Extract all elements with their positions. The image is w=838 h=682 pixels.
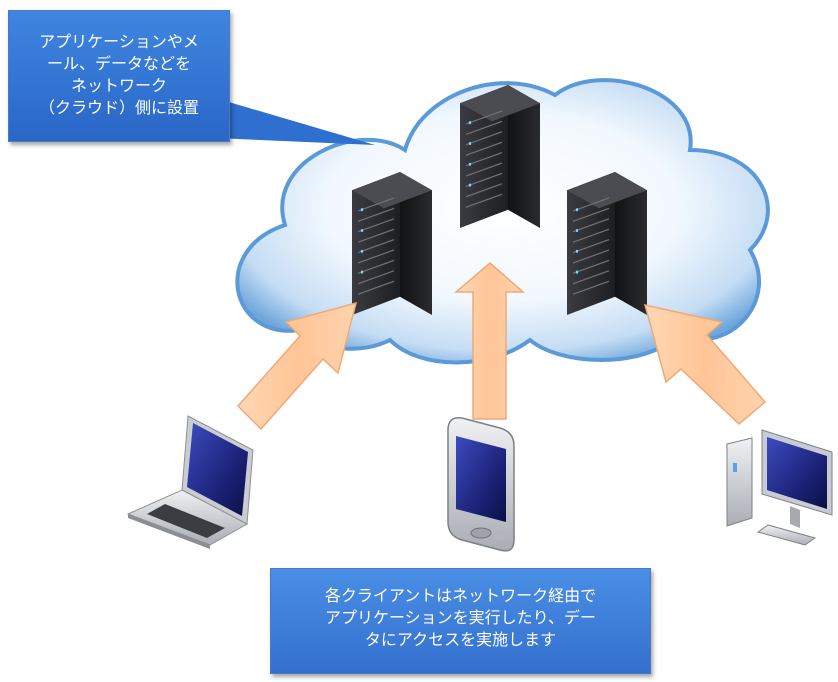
callout-text-line: アプリケーションを実行したり、デー [324,608,597,627]
arrow-up-left-icon [236,301,358,431]
server-icon [460,85,540,228]
callout-text-line: （クラウド）側に設置 [38,98,199,117]
laptop-icon [126,415,254,549]
server-icon [567,172,647,315]
arrow-up-right-icon [643,304,767,426]
callout-text-line: 各クライアントはネットワーク経由で [324,586,597,605]
smartphone-icon [447,417,515,552]
desktop-pc-icon [726,429,833,546]
callout-text-line: アプリケーションやメ [39,32,199,51]
callout-text-line: ール、データなどを [46,54,191,73]
callout-text-line: ネットワーク [70,76,167,95]
callout-text-line: タにアクセスを実施します [364,630,557,649]
callout-client-access: 各クライアントはネットワーク経由で アプリケーションを実行したり、デー タにアク… [270,568,651,674]
arrow-up-icon [453,262,525,420]
callout-tail [205,95,375,145]
server-icon [352,172,432,315]
callout-server-placement: アプリケーションやメ ール、データなどを ネットワーク （クラウド）側に設置 [8,10,230,142]
